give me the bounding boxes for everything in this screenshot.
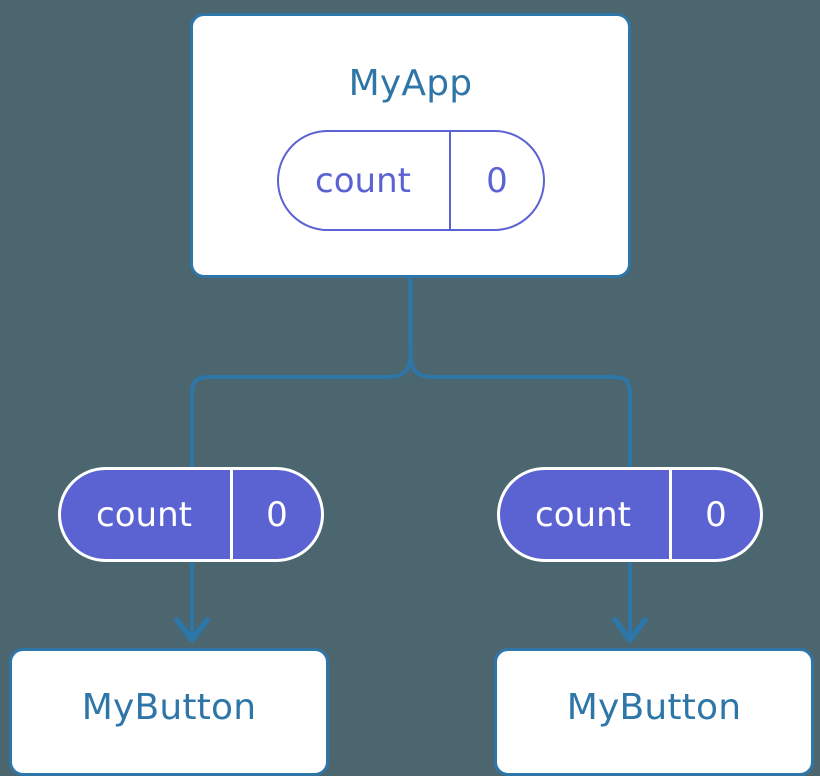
prop-pill-key: count [500, 470, 672, 559]
component-title-myapp: MyApp [348, 63, 473, 104]
prop-pill-count-right[interactable]: count 0 [497, 467, 763, 562]
connector-branch-left [190, 350, 413, 469]
state-pill-count[interactable]: count 0 [277, 130, 545, 231]
prop-pill-value: 0 [266, 494, 288, 535]
arrow-head-down-icon-right [612, 617, 648, 643]
component-box-mybutton-right[interactable]: MyButton [494, 648, 814, 776]
arrow-head-down-icon-left [174, 617, 210, 643]
prop-pill-count-left[interactable]: count 0 [58, 467, 324, 562]
state-pill-key: count [279, 132, 451, 229]
component-title-mybutton: MyButton [566, 687, 742, 728]
prop-pill-key: count [61, 470, 233, 559]
state-pill-value: 0 [486, 160, 508, 201]
connector-branch-right [408, 350, 632, 469]
prop-pill-value: 0 [705, 494, 727, 535]
component-box-mybutton-left[interactable]: MyButton [9, 648, 329, 776]
component-title-mybutton: MyButton [81, 687, 257, 728]
